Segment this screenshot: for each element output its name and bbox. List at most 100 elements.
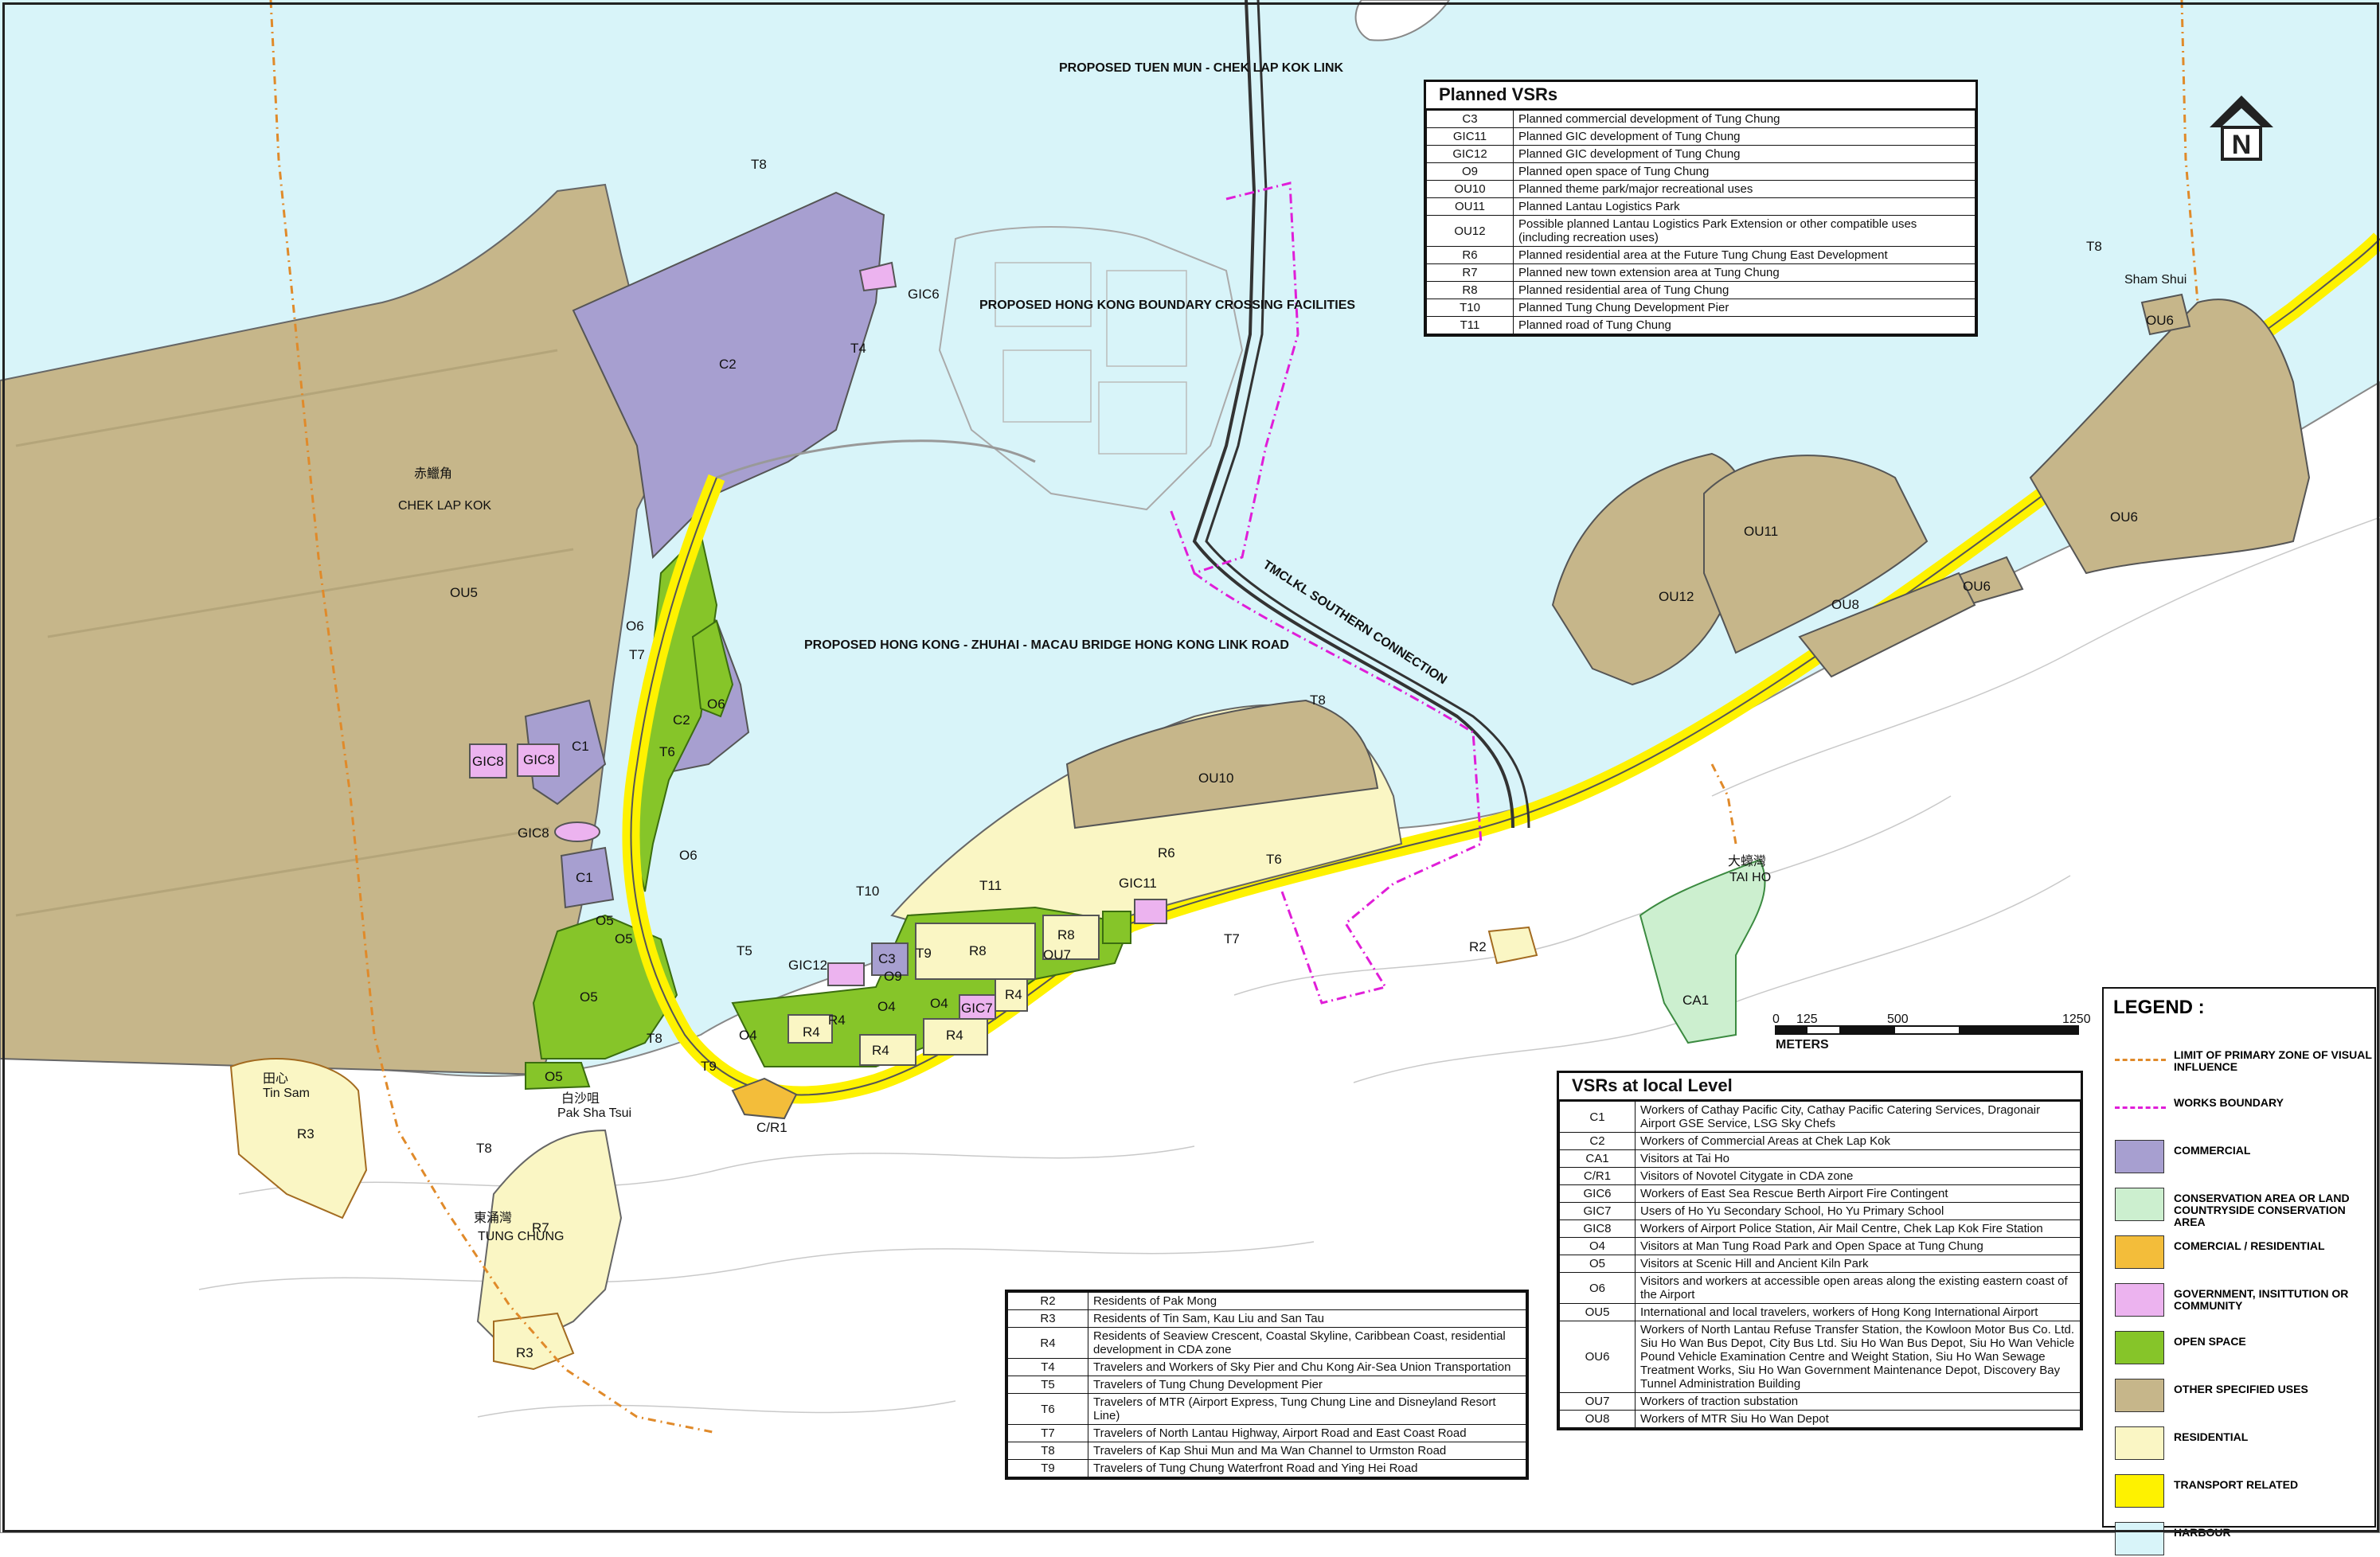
vsr-description: Workers of traction substation <box>1636 1393 2081 1411</box>
legend-fill-swatch <box>2115 1426 2164 1460</box>
zone-label: T6 <box>1266 852 1282 867</box>
vsr-description: Workers of East Sea Rescue Berth Airport… <box>1636 1185 2081 1203</box>
vsr-description: Planned road of Tung Chung <box>1514 317 1976 334</box>
zone-label: C1 <box>576 870 593 885</box>
zone-label: O4 <box>930 996 948 1011</box>
vsr-description: Visitors at Man Tung Road Park and Open … <box>1636 1238 2081 1255</box>
legend-item: WORKS BOUNDARY <box>2115 1092 2370 1127</box>
vsr-description: Planned residential area of Tung Chung <box>1514 282 1976 299</box>
vsr-description: International and local travelers, worke… <box>1636 1304 2081 1321</box>
vsr-description: Planned residential area at the Future T… <box>1514 247 1976 264</box>
zone-label: T8 <box>2086 239 2102 254</box>
local-vsrs-title: VSRs at local Level <box>1559 1073 2081 1101</box>
vsr-code: GIC7 <box>1560 1203 1636 1220</box>
zone-label: OU6 <box>1963 579 1991 594</box>
zone-label: GIC7 <box>961 1001 993 1016</box>
zone-label: T7 <box>1224 931 1240 946</box>
zone-label: C3 <box>878 951 896 966</box>
legend-line-swatch <box>2115 1059 2166 1061</box>
vsr-description: Travelers of Kap Shui Mun and Ma Wan Cha… <box>1088 1442 1526 1460</box>
zone-label: C1 <box>572 739 589 754</box>
vsr-code: T6 <box>1008 1394 1088 1425</box>
vsr-code: T7 <box>1008 1425 1088 1442</box>
scale-unit: METERS <box>1776 1038 1829 1052</box>
label-tung-chung-cn: 東涌灣 <box>474 1211 512 1225</box>
vsr-code: GIC6 <box>1560 1185 1636 1203</box>
vsr-code: OU7 <box>1560 1393 1636 1411</box>
zone-label: R4 <box>872 1043 889 1058</box>
zone-label: T8 <box>647 1031 662 1046</box>
label-chek-lap-kok-cn: 赤鱲角 <box>414 466 452 481</box>
vsr-description: Planned new town extension area at Tung … <box>1514 264 1976 282</box>
north-arrow-label: N <box>2232 130 2252 160</box>
vsr-code: GIC11 <box>1427 128 1514 146</box>
vsr-code: CA1 <box>1560 1150 1636 1168</box>
legend-fill-swatch <box>2115 1331 2164 1364</box>
label-sham-shui: Sham Shui <box>2124 273 2187 287</box>
vsr-code: O9 <box>1427 163 1514 181</box>
label-chek-lap-kok-en: CHEK LAP KOK <box>398 499 491 513</box>
zone-label: T5 <box>737 943 752 958</box>
vsr-description: Planned Lantau Logistics Park <box>1514 198 1976 216</box>
vsr-description: Planned commercial development of Tung C… <box>1514 111 1976 128</box>
legend-item-label: GOVERNMENT, INSITTUTION OR COMMUNITY <box>2174 1288 2373 1312</box>
vsr-description: Workers of Cathay Pacific City, Cathay P… <box>1636 1102 2081 1133</box>
zone-label: R6 <box>1158 845 1175 860</box>
label-tai-ho-cn: 大蠔灣 <box>1728 853 1766 868</box>
zone-label: T6 <box>659 744 675 759</box>
zone-label: GIC11 <box>1119 876 1157 891</box>
label-pak-sha-en: Pak Sha Tsui <box>557 1106 631 1120</box>
zone-label: GIC8 <box>472 754 504 769</box>
vsr-description: Planned open space of Tung Chung <box>1514 163 1976 181</box>
vsr-code: R3 <box>1008 1310 1088 1328</box>
zone-gic11 <box>1135 899 1167 923</box>
zone-label: R4 <box>803 1024 820 1040</box>
zone-label: R4 <box>1005 987 1022 1002</box>
scale-1250: 1250 <box>2062 1013 2091 1026</box>
zone-label: R2 <box>1469 939 1487 954</box>
vsr-description: Travelers and Workers of Sky Pier and Ch… <box>1088 1359 1526 1376</box>
legend-item-label: TRANSPORT RELATED <box>2174 1479 2373 1491</box>
zone-label: T10 <box>856 884 879 899</box>
vsr-code: C1 <box>1560 1102 1636 1133</box>
legend-item: LIMIT OF PRIMARY ZONE OF VISUAL INFLUENC… <box>2115 1044 2370 1079</box>
zone-label: R3 <box>516 1345 533 1360</box>
legend-item-label: CONSERVATION AREA OR LAND COUNTRYSIDE CO… <box>2174 1192 2373 1228</box>
vsr-description: Travelers of MTR (Airport Express, Tung … <box>1088 1394 1526 1425</box>
vsr-code: OU12 <box>1427 216 1514 247</box>
legend-item-label: OPEN SPACE <box>2174 1336 2373 1348</box>
vsr-code: O4 <box>1560 1238 1636 1255</box>
vsr-code: OU8 <box>1560 1411 1636 1428</box>
zone-label: OU10 <box>1198 771 1233 786</box>
zone-gic8-c <box>555 822 600 841</box>
zone-label: C/R1 <box>756 1120 787 1135</box>
vsr-code: R6 <box>1427 247 1514 264</box>
vsr-description: Workers of Commercial Areas at Chek Lap … <box>1636 1133 2081 1150</box>
zone-label: O5 <box>596 913 614 928</box>
vsr-description: Visitors and workers at accessible open … <box>1636 1273 2081 1304</box>
zone-label: O5 <box>545 1069 563 1084</box>
vsr-code: OU10 <box>1427 181 1514 198</box>
vsr-code: R7 <box>1427 264 1514 282</box>
vsr-code: C/R1 <box>1560 1168 1636 1185</box>
legend-panel: LEGEND : LIMIT OF PRIMARY ZONE OF VISUAL… <box>2102 987 2376 1528</box>
vsr-description: Users of Ho Yu Secondary School, Ho Yu P… <box>1636 1203 2081 1220</box>
zone-label: R7 <box>532 1220 549 1235</box>
legend-fill-swatch <box>2115 1188 2164 1221</box>
vsr-description: Planned Tung Chung Development Pier <box>1514 299 1976 317</box>
